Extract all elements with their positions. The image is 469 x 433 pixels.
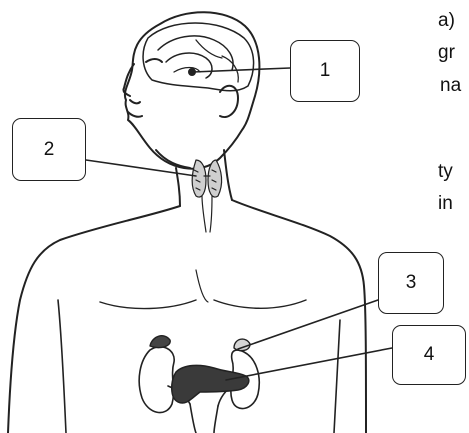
label-box-1: 1: [290, 40, 360, 102]
side-text-line-3: na: [440, 74, 461, 98]
torso-outline: [8, 206, 180, 433]
side-text-line-2: gr: [438, 41, 455, 65]
pointer-4: [226, 348, 392, 380]
brain-outline: [143, 23, 254, 91]
neck-right: [224, 150, 232, 200]
pointer-1: [193, 68, 290, 72]
adrenal-glands: [150, 336, 250, 351]
side-text-line-1: a): [438, 9, 455, 33]
pointer-3: [238, 300, 378, 349]
side-text-line-5: in: [438, 192, 453, 216]
pancreas: [172, 365, 249, 403]
thyroid-gland: [192, 160, 221, 232]
label-box-4: 4: [392, 325, 466, 385]
label-box-2: 2: [12, 118, 86, 181]
label-box-3: 3: [378, 252, 444, 314]
side-text-line-4: ty: [438, 160, 453, 184]
